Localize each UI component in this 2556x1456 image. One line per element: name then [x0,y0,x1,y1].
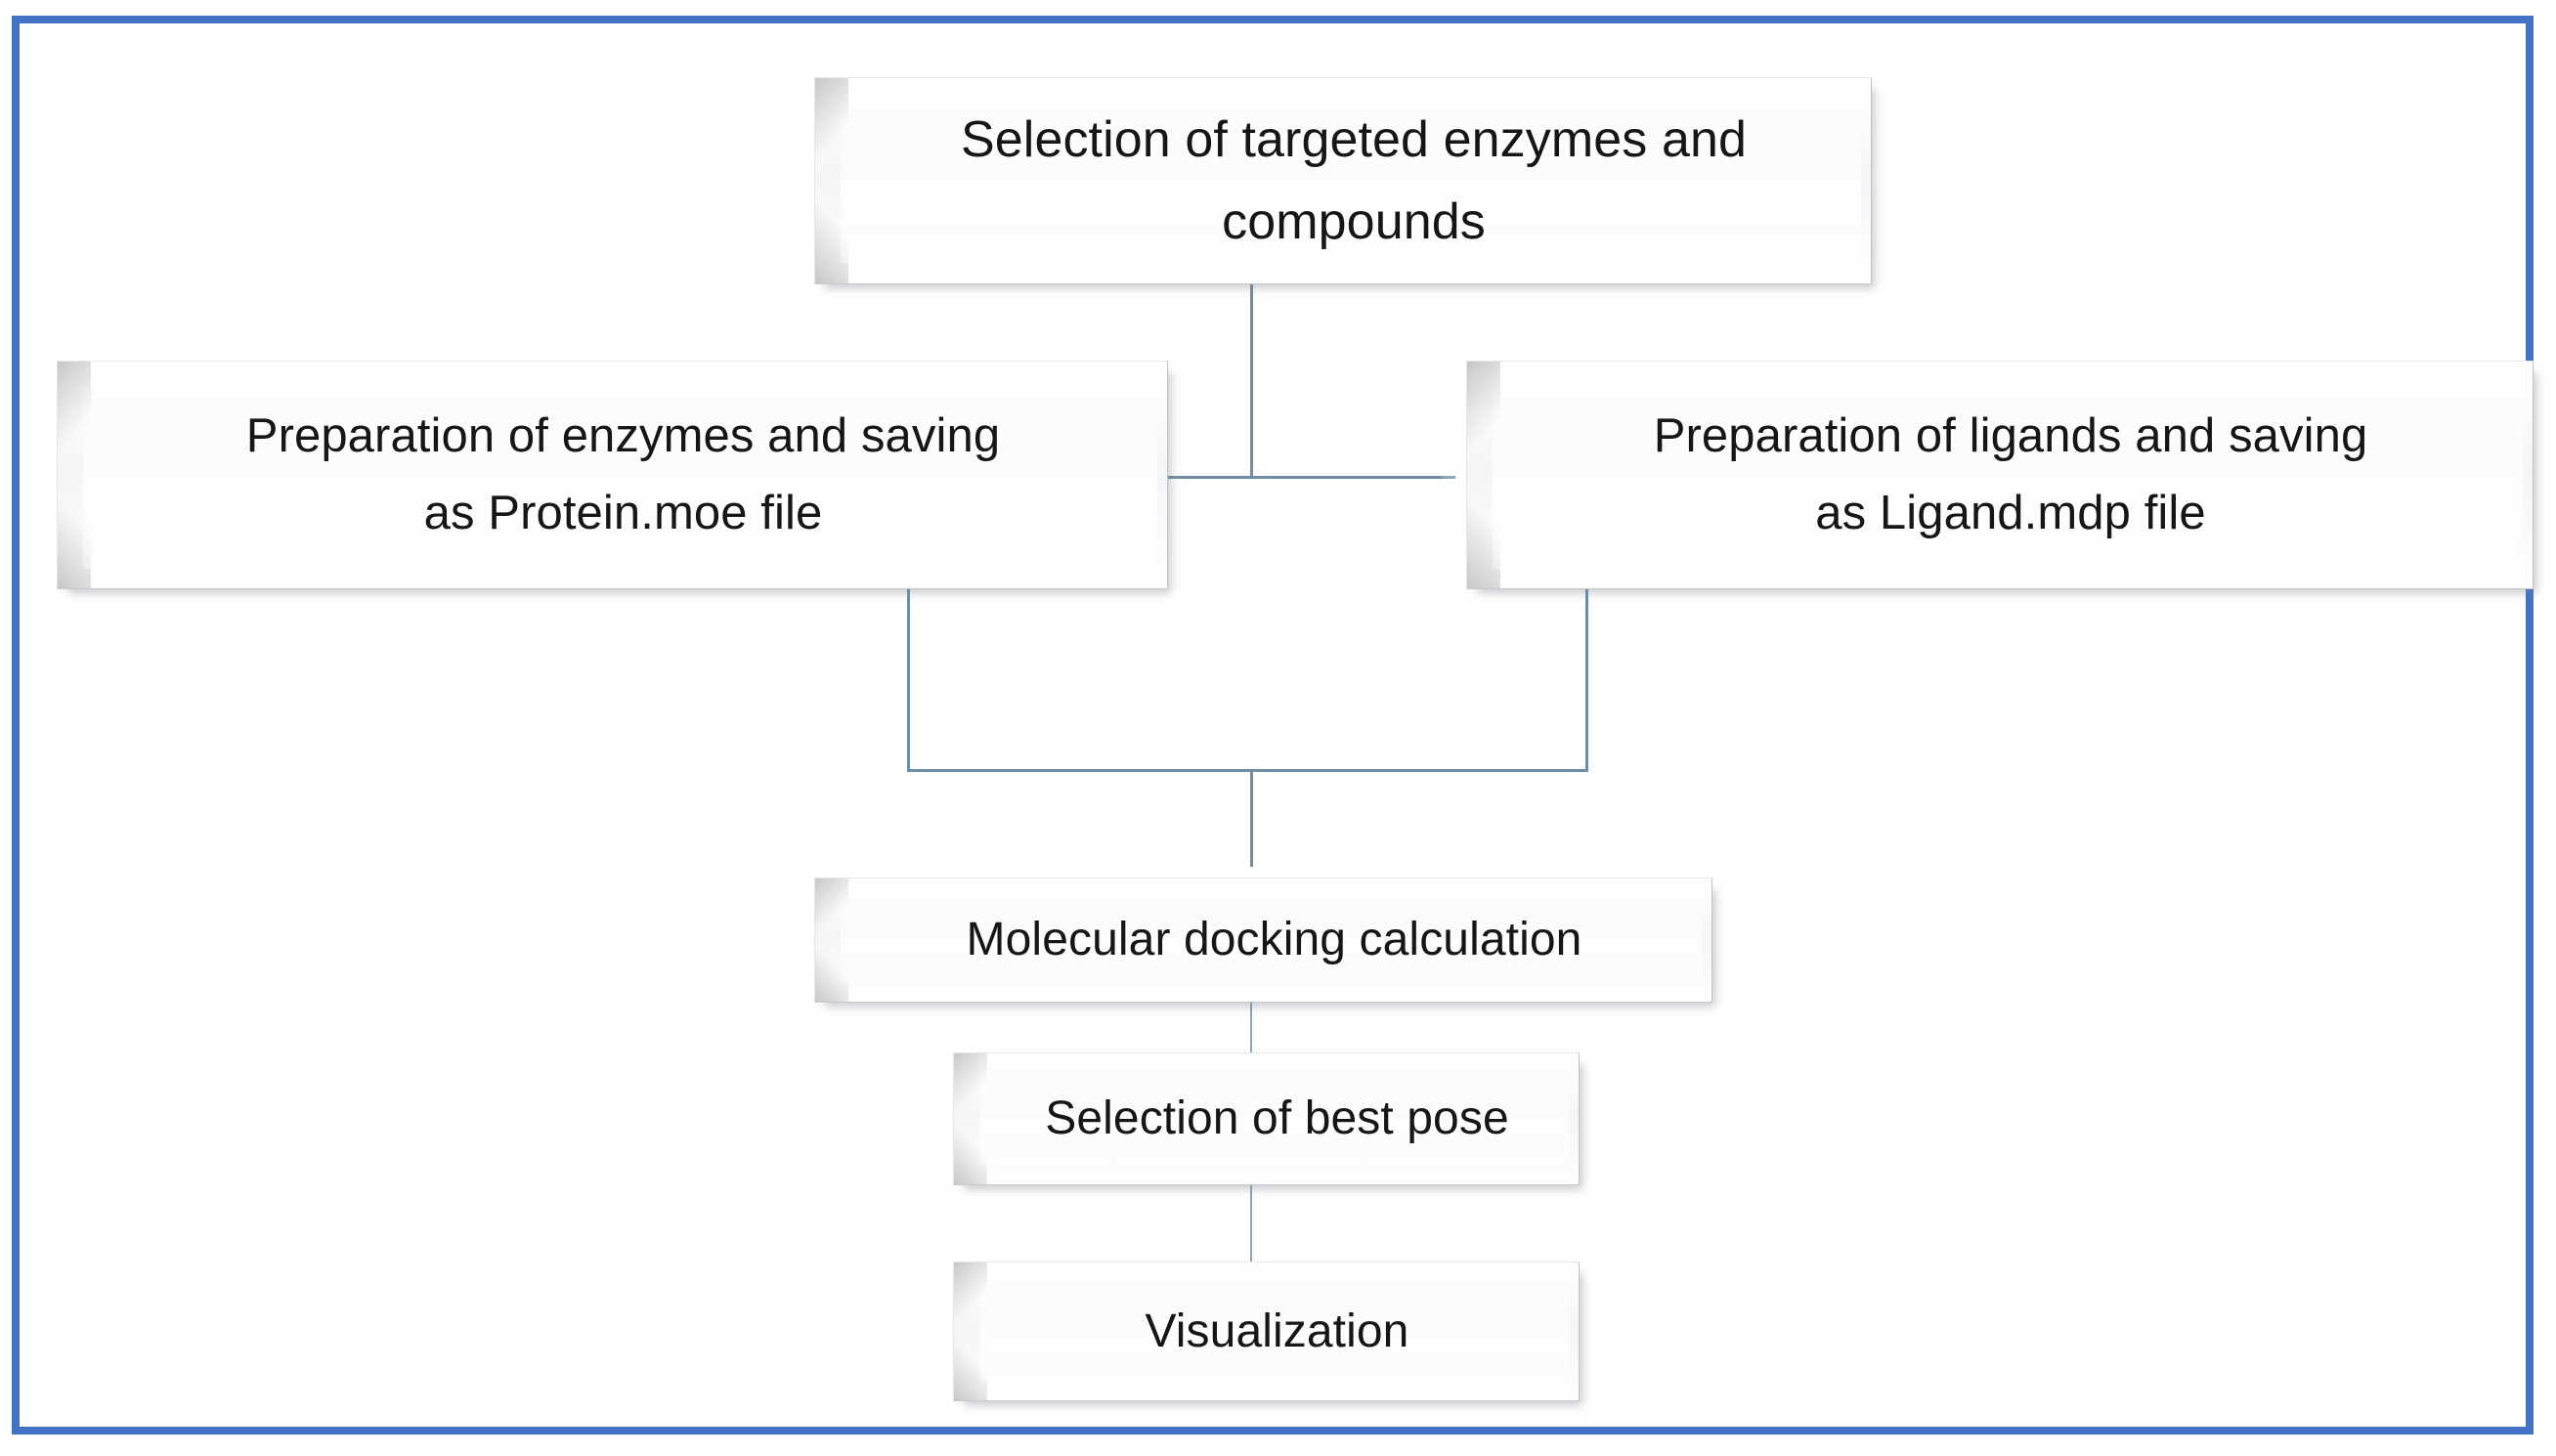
connector-merge-to-docking [1250,769,1253,867]
connector-top-to-split [1250,273,1253,478]
connector-docking-to-pose [1250,991,1252,1063]
node-label: Selection of targeted enzymes and compou… [960,110,1748,250]
connector-left-box-drop [907,577,910,772]
node-label: Molecular docking calculation [966,914,1582,966]
connector-pose-to-visualization [1250,1174,1252,1273]
connector-stub-right-box [1442,476,1455,479]
node-label: Preparation of enzymes and saving as Pro… [245,408,1001,539]
process-node-preparation-of-ligands[interactable]: Preparation of ligands and saving as Lig… [1466,361,2534,589]
process-node-molecular-docking-calculation[interactable]: Molecular docking calculation [814,878,1712,1003]
node-label: Selection of best pose [1045,1092,1509,1145]
process-node-visualization[interactable]: Visualization [953,1262,1580,1401]
process-node-selection-of-targeted-enzymes-and-compounds[interactable]: Selection of targeted enzymes and compou… [814,77,1872,284]
node-label: Visualization [1145,1305,1409,1357]
connector-merge-bar [907,769,1588,772]
process-node-selection-of-best-pose[interactable]: Selection of best pose [953,1052,1580,1185]
process-node-preparation-of-enzymes[interactable]: Preparation of enzymes and saving as Pro… [57,361,1168,589]
node-label: Preparation of ligands and saving as Lig… [1653,408,2368,539]
connector-right-box-drop [1585,577,1588,772]
decorative-blue-frame: Selection of targeted enzymes and compou… [12,16,2534,1435]
connector-split-bar [1145,476,1455,479]
